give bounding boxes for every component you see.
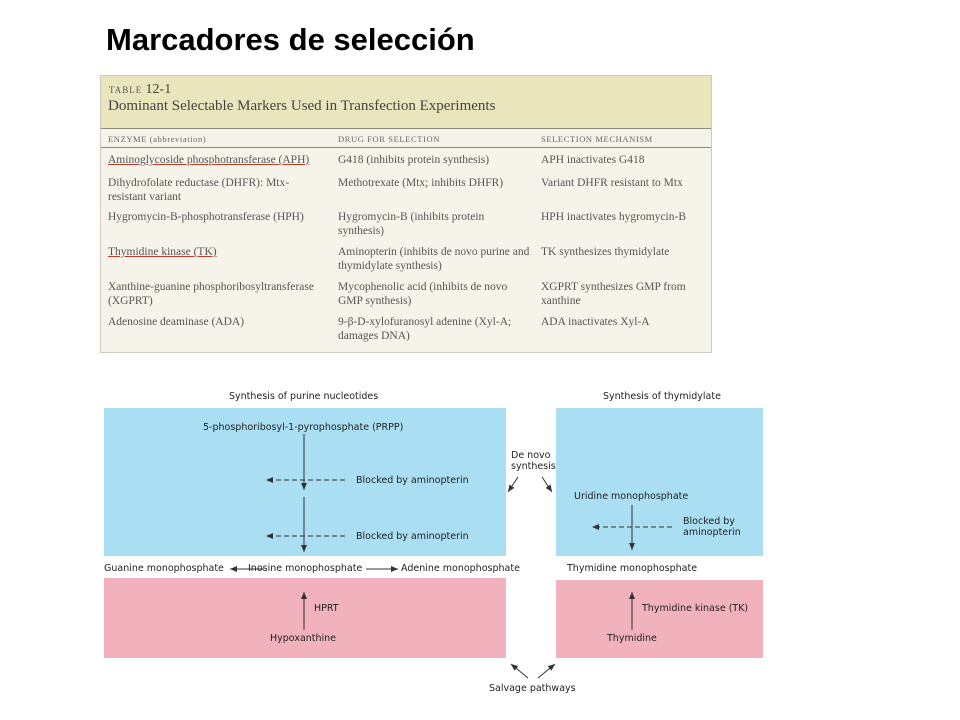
table-caption: Dominant Selectable Markers Used in Tran… [108, 98, 496, 114]
cell-drug: Hygromycin-B (inhibits protein synthesis… [338, 211, 485, 237]
cell-mechanism: APH inactivates G418 [541, 154, 645, 166]
hprt-label: HPRT [314, 603, 339, 614]
cell-drug: G418 (inhibits protein synthesis) [338, 154, 490, 166]
selectable-markers-table: TABLE 12-1 Dominant Selectable Markers U… [100, 75, 712, 353]
salvage-left-arrow [510, 663, 529, 679]
cell-enzyme: Aminoglycoside phosphotransferase (APH) [108, 154, 310, 166]
slide-title: Marcadores de selección [106, 22, 475, 57]
purine-de-novo-box [104, 408, 506, 556]
cell-enzyme: Dihydrofolate reductase (DHFR): Mtx-resi… [108, 177, 290, 203]
imp-label: Inosine monophosphate [248, 563, 363, 574]
cell-drug: Aminopterin (inhibits de novo purine and… [338, 246, 530, 272]
hypoxanthine-label: Hypoxanthine [270, 633, 337, 644]
salvage-pathways-label: Salvage pathways [489, 683, 576, 694]
thymidylate-de-novo-box [556, 408, 763, 556]
salvage-right-arrow [537, 663, 556, 679]
cell-mechanism: TK synthesizes thymidylate [541, 246, 670, 258]
blocked-label-2: Blocked by aminopterin [356, 531, 469, 542]
purine-synthesis-title: Synthesis of purine nucleotides [229, 391, 379, 402]
table-label: TABLE 12-1 [109, 82, 171, 98]
blocked-tk-line-1: Blocked by [683, 516, 735, 527]
purine-salvage-box [104, 578, 506, 658]
cell-enzyme: Hygromycin-B-phosphotransferase (HPH) [108, 211, 304, 223]
cell-enzyme: Xanthine-guanine phosphoribosyltransfera… [108, 281, 314, 307]
gmp-label: Guanine monophosphate [104, 563, 224, 574]
de-novo-right-arrow [541, 476, 553, 493]
ump-label: Uridine monophosphate [574, 491, 689, 502]
cell-enzyme: Adenosine deaminase (ADA) [108, 316, 245, 328]
tk-label: Thymidine kinase (TK) [642, 603, 749, 614]
tmp-label: Thymidine monophosphate [567, 563, 698, 574]
thymidylate-synthesis-title: Synthesis of thymidylate [603, 391, 721, 402]
table-rule-top [101, 128, 711, 129]
column-header-enzyme: ENZYME (abbreviation) [108, 134, 207, 144]
prpp-label: 5-phosphoribosyl-1-pyrophosphate (PRPP) [203, 422, 404, 433]
cell-drug: 9-β-D-xylofuranosyl adenine (Xyl-A; dama… [338, 316, 512, 342]
table-label-prefix: TABLE [109, 85, 143, 95]
column-header-mechanism: SELECTION MECHANISM [541, 134, 653, 144]
cell-mechanism: XGPRT synthesizes GMP from xanthine [541, 281, 686, 307]
cell-mechanism: Variant DHFR resistant to Mtx [541, 177, 683, 189]
blocked-tk-label: Blocked by aminopterin [683, 516, 741, 538]
thymidine-label: Thymidine [607, 633, 657, 644]
table-number: 12-1 [145, 82, 172, 97]
blocked-tk-line-2: aminopterin [683, 527, 741, 538]
cell-enzyme: Thymidine kinase (TK) [108, 246, 217, 258]
table-rule-columns [101, 147, 711, 148]
cell-drug: Mycophenolic acid (inhibits de novo GMP … [338, 281, 508, 307]
cell-mechanism: ADA inactivates Xyl-A [541, 316, 650, 328]
table-header-band: TABLE 12-1 Dominant Selectable Markers U… [101, 76, 711, 128]
de-novo-line-1: De novo [511, 450, 551, 461]
blocked-label-1: Blocked by aminopterin [356, 475, 469, 486]
column-header-drug: DRUG FOR SELECTION [338, 134, 440, 144]
de-novo-label: De novo synthesis [511, 450, 556, 472]
cell-mechanism: HPH inactivates hygromycin-B [541, 211, 687, 223]
amp-label: Adenine monophosphate [401, 563, 520, 574]
de-novo-line-2: synthesis [511, 461, 556, 472]
de-novo-left-arrow [507, 476, 519, 493]
thymidylate-salvage-box [556, 580, 763, 658]
cell-drug: Methotrexate (Mtx; inhibits DHFR) [338, 177, 504, 189]
